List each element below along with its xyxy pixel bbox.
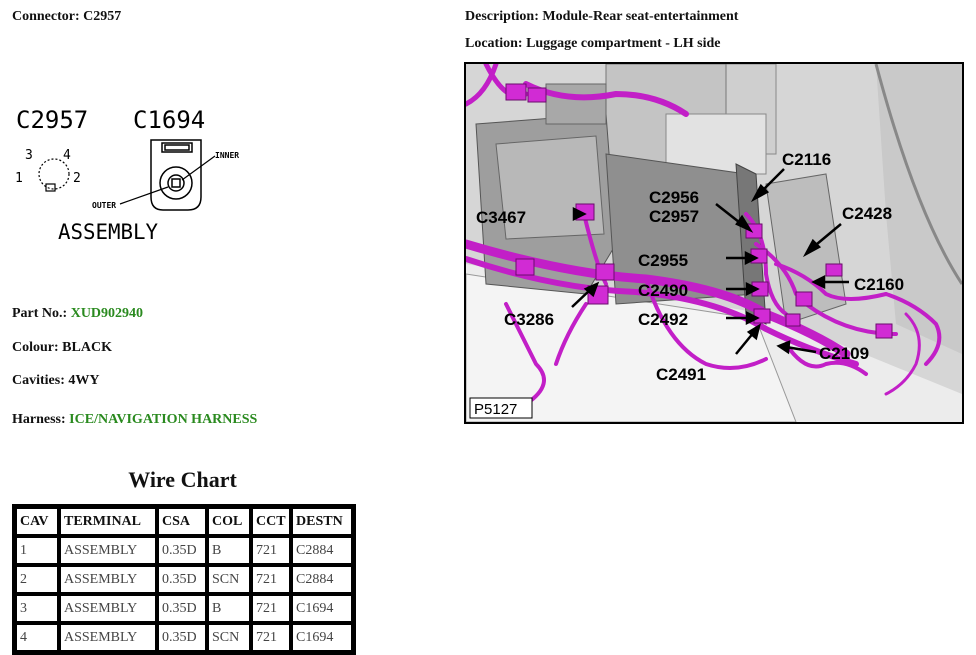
column-header: COL <box>207 507 251 536</box>
pin-3-label: 3 <box>25 148 33 163</box>
table-cell: C1694 <box>291 623 353 652</box>
table-cell: 721 <box>251 594 291 623</box>
table-cell: C2884 <box>291 565 353 594</box>
callout-c3286: C3286 <box>504 310 554 329</box>
callout-c2492: C2492 <box>638 310 688 329</box>
callout-c2491: C2491 <box>656 365 706 384</box>
description-label: Description: <box>465 9 539 24</box>
pin-1-label: 1 <box>15 171 23 186</box>
column-header: CCT <box>251 507 291 536</box>
table-cell: ASSEMBLY <box>59 623 157 652</box>
column-header: CSA <box>157 507 207 536</box>
table-cell: C1694 <box>291 594 353 623</box>
table-cell: 721 <box>251 536 291 565</box>
harness-line: Harness: ICE/NAVIGATION HARNESS <box>12 412 257 428</box>
connector-diagram: C2957 C1694 3 4 1 2 INNER OUTER ASSEMBLY <box>15 106 239 244</box>
location-value: Luggage compartment - LH side <box>526 36 721 51</box>
location-photo: C2116 C2956 C2957 C3467 C2428 C2955 C216… <box>464 62 964 424</box>
cavities-value: 4WY <box>68 373 100 388</box>
diagram-title-c2957: C2957 <box>16 106 88 134</box>
table-cell: 0.35D <box>157 594 207 623</box>
table-cell: 721 <box>251 565 291 594</box>
inner-label: INNER <box>215 151 239 160</box>
part-no-label: Part No.: <box>12 306 68 321</box>
colour-value: BLACK <box>62 340 112 355</box>
table-cell: C2884 <box>291 536 353 565</box>
table-cell: 0.35D <box>157 536 207 565</box>
location-photo-illustration: C2116 C2956 C2957 C3467 C2428 C2955 C216… <box>466 64 962 422</box>
part-no-line: Part No.: XUD902940 <box>12 306 143 322</box>
harness-link[interactable]: ICE/NAVIGATION HARNESS <box>69 412 258 427</box>
table-cell: ASSEMBLY <box>59 565 157 594</box>
table-row: 3 ASSEMBLY 0.35D B 721 C1694 <box>15 594 353 623</box>
wire-chart-title: Wire Chart <box>128 467 237 492</box>
table-cell: 0.35D <box>157 623 207 652</box>
table-row: 2 ASSEMBLY 0.35D SCN 721 C2884 <box>15 565 353 594</box>
callout-c2955: C2955 <box>638 251 688 270</box>
c2957-connector-face: 3 4 1 2 <box>15 148 81 192</box>
table-cell: ASSEMBLY <box>59 536 157 565</box>
table-cell: 4 <box>15 623 59 652</box>
assembly-label: ASSEMBLY <box>58 220 158 244</box>
connector-label: Connector: <box>12 9 80 24</box>
callout-c3467: C3467 <box>476 208 526 227</box>
outer-label: OUTER <box>92 201 116 210</box>
table-cell: 3 <box>15 594 59 623</box>
description-line: Description: Module-Rear seat-entertainm… <box>465 9 738 25</box>
cavities-label: Cavities: <box>12 373 65 388</box>
callout-c2116: C2116 <box>782 150 831 169</box>
table-cell: SCN <box>207 565 251 594</box>
column-header: CAV <box>15 507 59 536</box>
pin-4-label: 4 <box>63 148 71 163</box>
table-cell: B <box>207 536 251 565</box>
callout-c2160: C2160 <box>854 275 904 294</box>
column-header: DESTN <box>291 507 353 536</box>
connector-line: Connector: C2957 <box>12 9 121 25</box>
callout-c2957: C2957 <box>649 207 699 226</box>
callout-c2956: C2956 <box>649 188 699 207</box>
harness-label: Harness: <box>12 412 66 427</box>
location-line: Location: Luggage compartment - LH side <box>465 36 721 52</box>
callout-c2490: C2490 <box>638 281 688 300</box>
colour-label: Colour: <box>12 340 59 355</box>
photo-reference: P5127 <box>474 401 517 418</box>
wire-chart-table: CAV TERMINAL CSA COL CCT DESTN 1 ASSEMBL… <box>12 504 356 655</box>
table-cell: 1 <box>15 536 59 565</box>
table-header-row: CAV TERMINAL CSA COL CCT DESTN <box>15 507 353 536</box>
table-cell: SCN <box>207 623 251 652</box>
pin-2-label: 2 <box>73 171 81 186</box>
location-label: Location: <box>465 36 523 51</box>
table-cell: ASSEMBLY <box>59 594 157 623</box>
diagram-title-c1694: C1694 <box>133 106 205 134</box>
c1694-connector-face <box>119 139 216 211</box>
table-row: 4 ASSEMBLY 0.35D SCN 721 C1694 <box>15 623 353 652</box>
description-value: Module-Rear seat-entertainment <box>542 9 739 24</box>
part-no-link[interactable]: XUD902940 <box>70 306 144 321</box>
table-cell: B <box>207 594 251 623</box>
callout-c2109: C2109 <box>819 344 869 363</box>
table-cell: 2 <box>15 565 59 594</box>
table-row: 1 ASSEMBLY 0.35D B 721 C2884 <box>15 536 353 565</box>
colour-line: Colour: BLACK <box>12 340 112 356</box>
cavities-line: Cavities: 4WY <box>12 373 100 389</box>
table-cell: 721 <box>251 623 291 652</box>
column-header: TERMINAL <box>59 507 157 536</box>
callout-c2428: C2428 <box>842 204 892 223</box>
connector-value: C2957 <box>83 9 122 24</box>
table-cell: 0.35D <box>157 565 207 594</box>
